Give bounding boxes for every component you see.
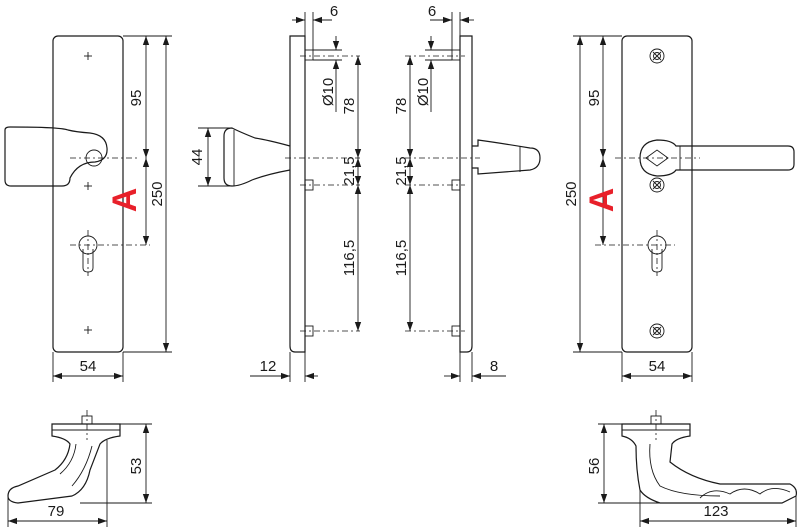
side-plate-left: [289, 35, 306, 353]
handle-side-shape: [223, 127, 291, 187]
lever-side-shape: [472, 139, 541, 175]
dim-label-height-250-right: 250: [563, 181, 580, 206]
dim-label-offset-8: 8: [490, 358, 498, 375]
dim-label-spacing-6-left: 6: [330, 3, 338, 20]
dim-label-height-56: 56: [586, 458, 603, 475]
top-view-right: 56 123: [586, 410, 797, 527]
dim-label-spacing-95-right: 95: [586, 90, 603, 107]
dim-label-spacing-116-5-right: 116,5: [393, 240, 410, 276]
screw-mark-middle: [84, 182, 92, 190]
stud-top-right: [451, 49, 461, 61]
handle-front-shape: [4, 126, 108, 187]
top-view-left: 53 79: [7, 410, 152, 527]
lever-front-shape: [639, 139, 795, 177]
keyhole-right: [595, 230, 675, 276]
mark-a-right: A: [583, 188, 621, 213]
finger-grips: [699, 488, 791, 499]
keyhole: [70, 230, 150, 276]
stud-top: [304, 49, 314, 61]
side-view-left: 44 6 Ø10 78 21,5 116,5 12: [189, 3, 362, 382]
dim-label-width-79: 79: [48, 503, 65, 520]
screw-mark-top: [84, 52, 92, 60]
front-view-left: 250 95 A 54: [4, 35, 172, 382]
dim-label-hole-d10-left: Ø10: [320, 78, 337, 106]
screw-mark-bottom: [84, 326, 92, 334]
screw-rosette-bottom: [649, 323, 665, 339]
dim-label-spacing-78-left: 78: [341, 98, 358, 115]
dim-label-hole-d10-right: Ø10: [415, 78, 432, 106]
dim-label-height-53: 53: [128, 458, 145, 475]
knob-top-shape: [7, 423, 121, 504]
front-view-right: 250 95 A 54: [563, 35, 795, 382]
screw-rosette-middle: [649, 177, 665, 193]
dim-label-offset-12: 12: [260, 358, 277, 375]
dim-label-width-123: 123: [703, 503, 728, 520]
screw-rosette-top: [649, 48, 665, 64]
dim-label-width-54-right: 54: [649, 358, 666, 375]
dim-label-height-250: 250: [149, 181, 166, 206]
side-plate-right: [459, 35, 473, 353]
dim-label-handle-44: 44: [189, 149, 206, 166]
dim-label-spacing-6-right: 6: [428, 3, 436, 20]
backplate-outline: [52, 35, 124, 353]
dim-label-spacing-78-right: 78: [393, 98, 410, 115]
side-view-right: 6 Ø10 78 21,5 116,5 8: [393, 3, 541, 382]
dim-label-spacing-116-5-left: 116,5: [341, 240, 358, 276]
dim-label-spacing-95: 95: [128, 90, 145, 107]
dim-label-spacing-21-5-right: 21,5: [393, 156, 410, 185]
mark-a-left: A: [106, 188, 144, 213]
backplate-outline-right: [621, 35, 693, 353]
lever-top-shape: [621, 423, 797, 504]
dim-label-width-54-left: 54: [80, 358, 97, 375]
dim-label-spacing-21-5-left: 21,5: [341, 156, 358, 185]
